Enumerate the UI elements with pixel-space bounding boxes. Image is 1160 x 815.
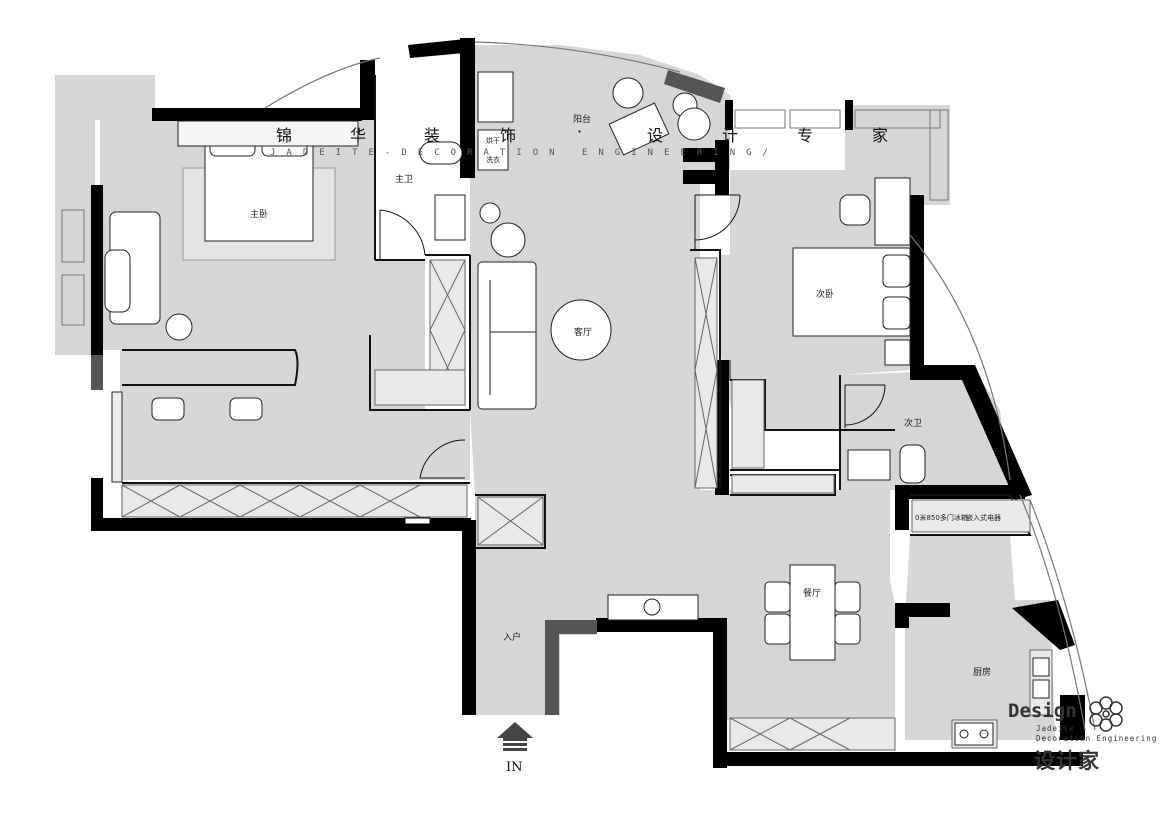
living-floor xyxy=(470,45,895,720)
room-label-living-room: 客厅 xyxy=(574,328,593,338)
room-label-balcony: 阳台 xyxy=(573,115,592,125)
second-bath-sink xyxy=(847,449,891,481)
coffee-table xyxy=(550,299,612,361)
logo-flower-icon xyxy=(1089,696,1123,732)
doors xyxy=(379,194,886,479)
fixture-label-washer: 洗衣 xyxy=(486,156,500,164)
walls xyxy=(91,38,1085,768)
master-toilet xyxy=(419,141,463,165)
furniture xyxy=(104,71,1050,746)
room-label-kitchen: 厨房 xyxy=(973,668,992,678)
watermark-char-9: 家 xyxy=(872,126,889,145)
room-label-second-bedroom: 次卧 xyxy=(816,290,835,300)
logo-subtitle-line1: Jadeite xyxy=(1036,724,1075,733)
watermark-char-4: 饰 xyxy=(500,126,517,145)
balcony-chair xyxy=(608,102,670,156)
room-label-master-bath: 主卫 xyxy=(395,175,414,185)
watermark-char-1: 锦 xyxy=(276,126,293,145)
logo-chinese-text: 设计家 xyxy=(1034,749,1100,773)
curved-windows xyxy=(264,41,1096,731)
master-sink xyxy=(434,194,466,241)
fixture-label-fridge: 0米850多门冰箱 xyxy=(915,514,968,522)
grilles xyxy=(61,109,949,326)
second-desk xyxy=(874,177,911,246)
fixture-label-oven: 嵌入式电器 xyxy=(966,514,1001,522)
watermark-subtitle: JADEITE-DECORATION ENGINEERING/ xyxy=(270,148,779,158)
room-label-dining-room: 餐厅 xyxy=(803,589,822,599)
watermark-char-6: 设 xyxy=(647,126,664,145)
kitchen-floor xyxy=(905,535,1055,740)
master-wardrobe xyxy=(177,120,359,147)
master-sink2 xyxy=(477,71,514,123)
watermark-char-3: 装 xyxy=(424,126,441,145)
logo-subtitle-line2: Decoration Engineering xyxy=(1036,734,1158,743)
second-bath-toilet xyxy=(899,444,926,484)
logo-design-text: Design xyxy=(1008,700,1077,722)
watermark-char-2: 华 xyxy=(350,126,367,145)
entry-label: IN xyxy=(506,760,523,775)
watermark-char-5: · xyxy=(577,122,583,141)
fixture-label-dryer: 烘干 xyxy=(486,137,500,145)
living-sofa xyxy=(477,261,537,410)
dining-table xyxy=(789,564,836,661)
room-label-entrance: 入户 xyxy=(503,633,522,643)
logo-subtitle: Jadeite Decoration Engineering xyxy=(1036,724,1157,744)
master-balcony-top xyxy=(55,75,155,120)
room-label-second-bath: 次卫 xyxy=(904,419,923,429)
watermark-char-8: 专 xyxy=(797,126,814,145)
entry-arrow-icon xyxy=(497,722,533,751)
room-label-master-bedroom: 主卧 xyxy=(250,210,269,220)
watermark-char-7: 计 xyxy=(722,126,739,145)
